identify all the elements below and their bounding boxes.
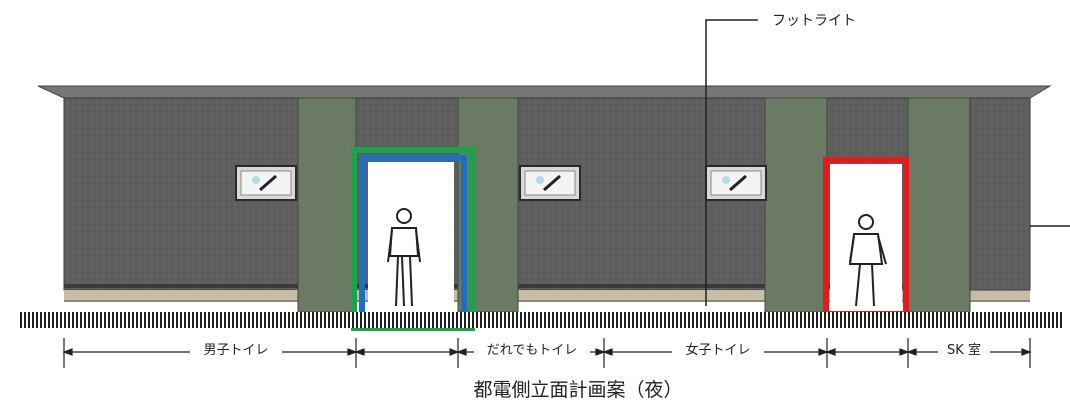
roof xyxy=(37,85,1052,99)
room-label-universal: だれでもトイレ xyxy=(487,343,578,358)
person-figure-womens xyxy=(848,214,887,307)
window-1 xyxy=(235,165,297,201)
pillar-3 xyxy=(764,97,828,313)
window-2 xyxy=(519,165,581,201)
person-figure-universal xyxy=(387,208,421,307)
window-3 xyxy=(705,165,767,201)
pillar-2 xyxy=(457,97,519,313)
room-label-womens: 女子トイレ xyxy=(685,342,750,358)
pillar-4 xyxy=(907,97,971,313)
room-label-mens: 男子トイレ xyxy=(203,343,268,358)
building xyxy=(37,85,1052,313)
right-end-panel xyxy=(969,97,1031,291)
room-labels: 男子トイレ だれでもトイレ 女子トイレ SK 室 xyxy=(190,340,990,358)
base-band xyxy=(64,284,1030,288)
drawing-caption: 都電側立面計画案（夜） xyxy=(473,379,682,401)
baseboard-line xyxy=(64,300,1030,302)
footlight-callout: フットライト xyxy=(705,13,856,306)
pillar-1 xyxy=(297,97,357,313)
ground-hatch xyxy=(18,312,1062,328)
footlight-label: フットライト xyxy=(772,13,856,29)
room-label-sk: SK 室 xyxy=(947,342,981,358)
